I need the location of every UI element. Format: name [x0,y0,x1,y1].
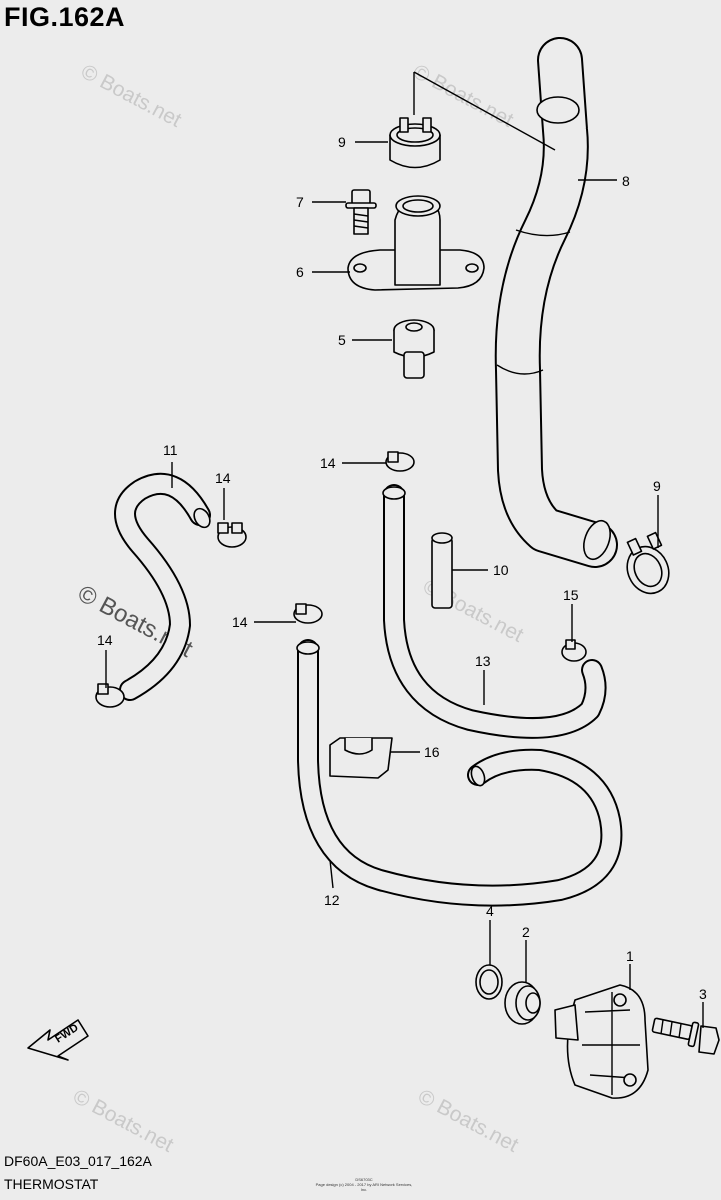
callout-9[interactable]: 9 [338,134,346,150]
callout-14[interactable]: 14 [97,632,113,648]
part-5-thermostat[interactable] [393,319,435,379]
callout-8[interactable]: 8 [622,173,630,189]
diagram-code: DF60A_E03_017_162A [4,1153,152,1169]
callout-10[interactable]: 10 [493,562,509,578]
callout-leaders [105,71,704,1028]
callout-16[interactable]: 16 [424,744,440,760]
part-14-clamp-b[interactable] [217,522,247,548]
part-9-clamp-top[interactable] [389,117,441,169]
part-7-bolt[interactable] [345,189,377,235]
callout-15[interactable]: 15 [563,587,579,603]
callout-7[interactable]: 7 [296,194,304,210]
callout-14[interactable]: 14 [232,614,248,630]
part-15-clamp[interactable] [561,639,587,662]
part-10-hose[interactable] [431,532,453,609]
part-14-clamp-a[interactable] [385,451,415,472]
part-8-hose[interactable] [494,37,618,568]
part-9-clamp-right[interactable] [620,531,677,601]
callout-12[interactable]: 12 [324,892,340,908]
callout-13[interactable]: 13 [475,653,491,669]
callout-3[interactable]: 3 [699,986,707,1002]
callout-4[interactable]: 4 [486,903,494,919]
part-4-o-ring[interactable] [475,964,503,1000]
part-3-bolt[interactable] [651,1017,720,1055]
callout-2[interactable]: 2 [522,924,530,940]
fwd-direction-arrow: FWD [27,1019,89,1061]
callout-1[interactable]: 1 [626,948,634,964]
fine-print: DS6703C Page design (c) 2004 - 2017 by A… [314,1177,414,1192]
callout-6[interactable]: 6 [296,264,304,280]
figure-title: FIG.162A [4,2,126,32]
part-16-hose-holder[interactable] [329,737,393,779]
part-2-valve[interactable] [504,981,541,1025]
callout-5[interactable]: 5 [338,332,346,348]
callout-9[interactable]: 9 [653,478,661,494]
diagram-name: THERMOSTAT [4,1176,99,1192]
callout-14[interactable]: 14 [215,470,231,486]
callout-14[interactable]: 14 [320,455,336,471]
callout-labels: 9 7 6 5 8 9 10 11 14 14 14 14 15 13 16 1… [97,134,707,1002]
part-14-clamp-d[interactable] [95,683,125,708]
callout-11[interactable]: 11 [163,442,178,458]
part-11-hose[interactable] [114,472,213,701]
fine-print-copyright: Page design (c) 2004 - 2017 by ARI Netwo… [315,1182,413,1192]
fine-print-code: DS6703C [355,1177,373,1182]
part-1-housing-cover[interactable] [554,984,649,1099]
part-12-hose[interactable] [296,639,623,907]
part-14-clamp-c[interactable] [293,603,323,624]
part-6-thermostat-cover[interactable] [347,195,485,291]
part-13-hose[interactable] [382,484,607,739]
